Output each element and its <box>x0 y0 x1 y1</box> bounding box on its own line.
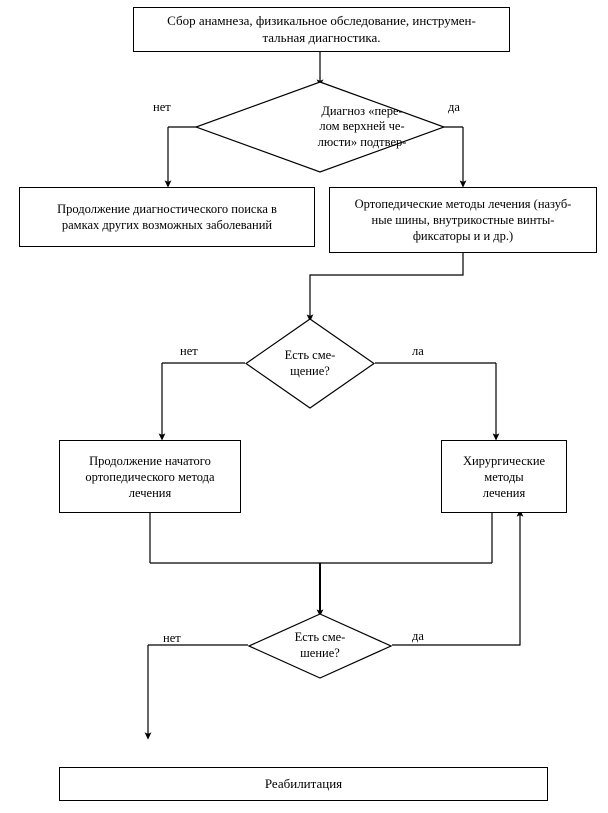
node-yes-branch-1-label: Ортопедические методы лечения (назуб- ны… <box>354 197 572 243</box>
edge-label-decision1-no: нет <box>153 100 171 114</box>
node-no-branch-1: Продолжение диагностического поиска в ра… <box>19 187 315 247</box>
edge-label-decision2-yes: ла <box>412 344 424 358</box>
decision1-shape <box>195 81 445 173</box>
node-surgery: Хирургические методы лечения <box>441 440 567 513</box>
node-rehab: Реабилитация <box>59 767 548 801</box>
edge-label-decision2-no: нет <box>180 344 198 358</box>
node-decision2: Есть сме- щение? <box>245 318 375 409</box>
node-surgery-label: Хирургические методы лечения <box>462 453 546 500</box>
node-continue-ortho: Продолжение начатого ортопедического мет… <box>59 440 241 513</box>
edge-decision3-yes <box>392 509 524 646</box>
node-continue-ortho-label: Продолжение начатого ортопедического мет… <box>85 453 215 500</box>
decision3-shape <box>248 613 392 679</box>
edge-ortho-to-decision2 <box>306 253 464 322</box>
node-start: Сбор анамнеза, физикальное обследование,… <box>133 7 510 52</box>
node-decision3: Есть сме- шение? <box>248 613 392 679</box>
node-yes-branch-1: Ортопедические методы лечения (назуб- ны… <box>329 187 597 253</box>
node-decision1: Диагноз «пере- лом верхней че- люсти» по… <box>195 81 445 173</box>
node-rehab-label: Реабилитация <box>264 775 343 791</box>
node-start-label: Сбор анамнеза, физикальное обследование,… <box>167 12 476 45</box>
edge-label-decision1-yes: да <box>448 100 460 114</box>
node-no-branch-1-label: Продолжение диагностического поиска в ра… <box>57 202 277 232</box>
edge-label-decision3-yes: да <box>412 629 424 643</box>
decision2-shape <box>245 318 375 409</box>
edge-label-decision3-no: нет <box>163 631 181 645</box>
